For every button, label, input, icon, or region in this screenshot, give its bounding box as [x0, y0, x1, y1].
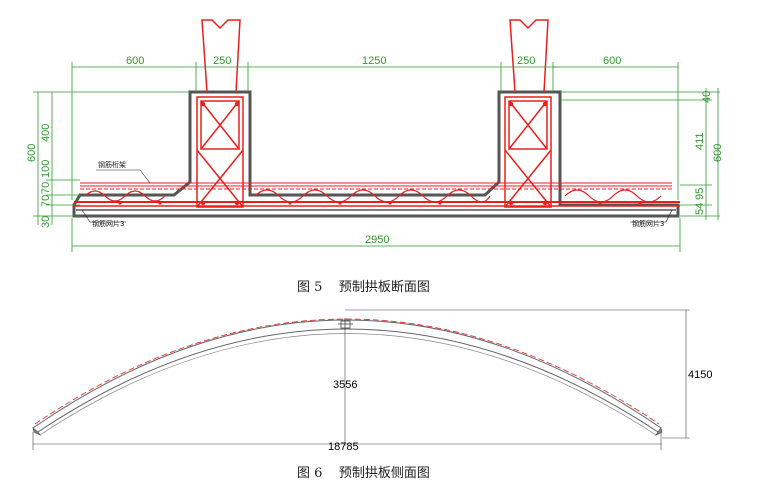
top-dim-1: 600 [126, 55, 144, 67]
height-dim: 4150 [688, 369, 712, 381]
side-dimension-lines [32, 309, 690, 450]
rise-dim: 3556 [333, 379, 357, 391]
left-dim-600: 600 [26, 144, 38, 162]
mesh-label-left: 钢筋网片3 [92, 219, 124, 228]
arch-end-left [32, 426, 42, 437]
left-dim-400: 400 [40, 124, 52, 142]
right-dim-411: 411 [694, 132, 706, 150]
right-dim-54: 54 [694, 203, 706, 215]
bottom-dim-2950: 2950 [365, 234, 389, 246]
side-elevation-drawing: 3556 4150 18785 [32, 309, 712, 453]
cross-section-drawing: 600 250 1250 250 600 600 400 70 100 70 3… [26, 19, 724, 252]
right-dimension-lines [560, 88, 720, 220]
top-dim-5: 600 [603, 55, 621, 67]
arch-inner-2 [39, 333, 657, 436]
left-dimension-lines [33, 91, 190, 225]
arch-outer [32, 319, 662, 429]
figure6-caption: 图 6 预制拱板侧面图 [297, 466, 430, 481]
arch-inner [37, 328, 659, 433]
top-dimension-line [71, 62, 679, 200]
left-dim-100: 100 [40, 160, 52, 178]
left-dim-70b: 70 [40, 195, 52, 207]
truss-web [84, 189, 662, 203]
truss-label: 钢筋桁架 [98, 160, 126, 169]
bottom-dimension-line [71, 218, 681, 252]
span-dim: 18785 [328, 441, 359, 453]
arch-rebar-line [34, 318, 660, 425]
rebar-cage-right [504, 19, 552, 208]
left-dim-30: 30 [40, 216, 52, 228]
top-dim-2: 250 [213, 55, 231, 67]
top-dim-4: 250 [517, 55, 535, 67]
crown-marker [338, 318, 353, 330]
right-dim-95: 95 [694, 188, 706, 200]
right-dim-600: 600 [712, 144, 724, 162]
rebar-dots [118, 101, 642, 206]
note-leaders [81, 169, 673, 223]
figure5-caption: 图 5 预制拱板断面图 [297, 280, 430, 295]
truss-chords [74, 182, 680, 207]
rebar-cage-left [196, 19, 244, 208]
right-dim-40: 40 [701, 91, 713, 103]
arch-end-right [654, 427, 663, 437]
mesh-label-right: 钢筋网片3 [632, 219, 664, 228]
left-dim-70a: 70 [40, 182, 52, 194]
top-dim-3: 1250 [362, 55, 386, 67]
